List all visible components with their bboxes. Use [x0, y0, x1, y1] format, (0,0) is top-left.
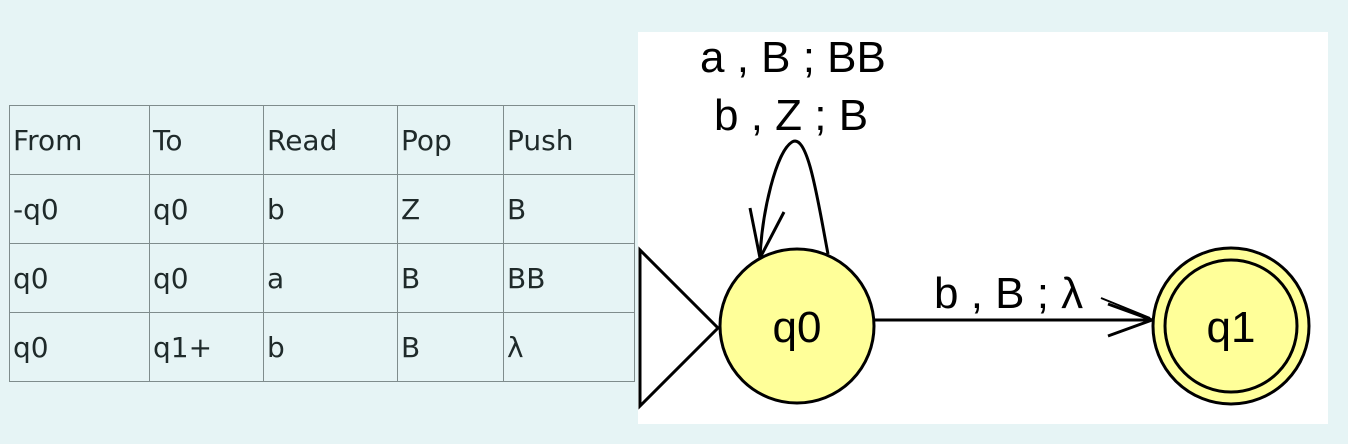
cell-from: q0	[9, 243, 150, 313]
state-q1-outer-circle	[1151, 246, 1311, 406]
header-to: To	[149, 105, 264, 175]
cell-to: q0	[149, 243, 264, 313]
self-loop-label-1: a , B ; BB	[700, 33, 886, 82]
cell-push: BB	[503, 243, 635, 313]
initial-state-arrow	[638, 246, 721, 410]
cell-push: B	[503, 174, 635, 244]
automaton-svg: q0 q1 a , B ; BB b , Z ; B b , B ; λ	[638, 33, 1311, 410]
self-loop-label-2: b , Z ; B	[714, 91, 868, 140]
table-row: -q0 q0 b Z B	[9, 174, 635, 244]
transition-label-underline	[1100, 297, 1151, 319]
cell-from: -q0	[9, 174, 150, 244]
table-row: q0 q0 a B BB	[9, 243, 635, 313]
table-header-row: From To Read Pop Push	[9, 105, 635, 175]
self-loop-edge	[758, 139, 830, 259]
cell-to: q1+	[149, 312, 264, 382]
state-q1-inner-circle	[1163, 258, 1299, 394]
cell-to: q0	[149, 174, 264, 244]
cell-read: a	[263, 243, 398, 313]
state-q1-label: q1	[1207, 303, 1256, 352]
cell-read: b	[263, 312, 398, 382]
transition-label: b , B ; λ	[934, 269, 1083, 318]
cell-pop: B	[397, 312, 504, 382]
state-q0-circle	[718, 247, 876, 405]
state-q0-label: q0	[773, 303, 822, 352]
cell-read: b	[263, 174, 398, 244]
table-row: q0 q1+ b B λ	[9, 312, 635, 382]
header-from: From	[9, 105, 150, 175]
header-read: Read	[263, 105, 398, 175]
header-push: Push	[503, 105, 635, 175]
cell-push: λ	[503, 312, 635, 382]
header-pop: Pop	[397, 105, 504, 175]
transition-table: From To Read Pop Push -q0 q0 b Z B q0 q0…	[9, 105, 635, 382]
cell-from: q0	[9, 312, 150, 382]
automaton-diagram: q0 q1 a , B ; BB b , Z ; B b , B ; λ	[638, 32, 1328, 424]
cell-pop: B	[397, 243, 504, 313]
cell-pop: Z	[397, 174, 504, 244]
